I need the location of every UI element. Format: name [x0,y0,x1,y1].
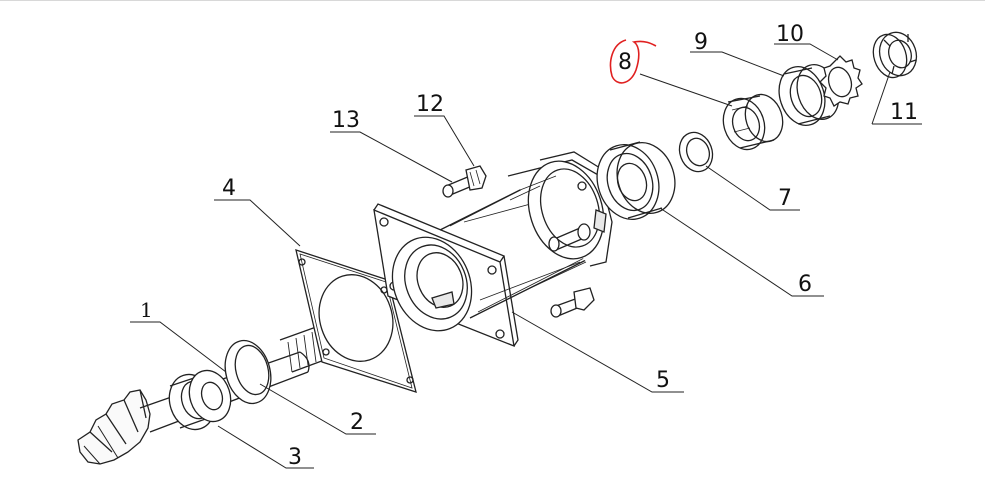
part-shaft-bearing [168,369,232,431]
part-large-bearing [596,141,676,220]
part-pinion-gear [77,389,151,465]
callout-2: 2 [350,410,364,435]
callout-5: 5 [656,368,670,393]
part-housing [373,151,613,348]
part-bolt-top [442,165,487,198]
callout-3: 3 [288,445,302,470]
callout-11: 11 [890,100,918,125]
callout-1: 1 [140,298,153,322]
part-thin-ring [678,131,714,173]
callout-13: 13 [332,108,360,133]
part-tab-washer [819,55,863,107]
callout-12: 12 [416,92,444,117]
highlight-circle [609,39,657,84]
callout-9: 9 [694,30,708,55]
leader-lines [130,43,922,469]
callout-8: 8 [618,50,632,75]
callout-7: 7 [778,186,792,211]
callout-4: 4 [222,176,236,201]
top-border [0,0,985,1]
part-seal-ring [778,64,840,126]
callout-6: 6 [798,272,812,297]
callout-10: 10 [776,22,804,47]
part-small-bearing [722,93,784,151]
part-lock-nut [872,31,918,79]
part-lower-bolt [550,287,595,318]
part-spacer-ring [224,339,272,405]
